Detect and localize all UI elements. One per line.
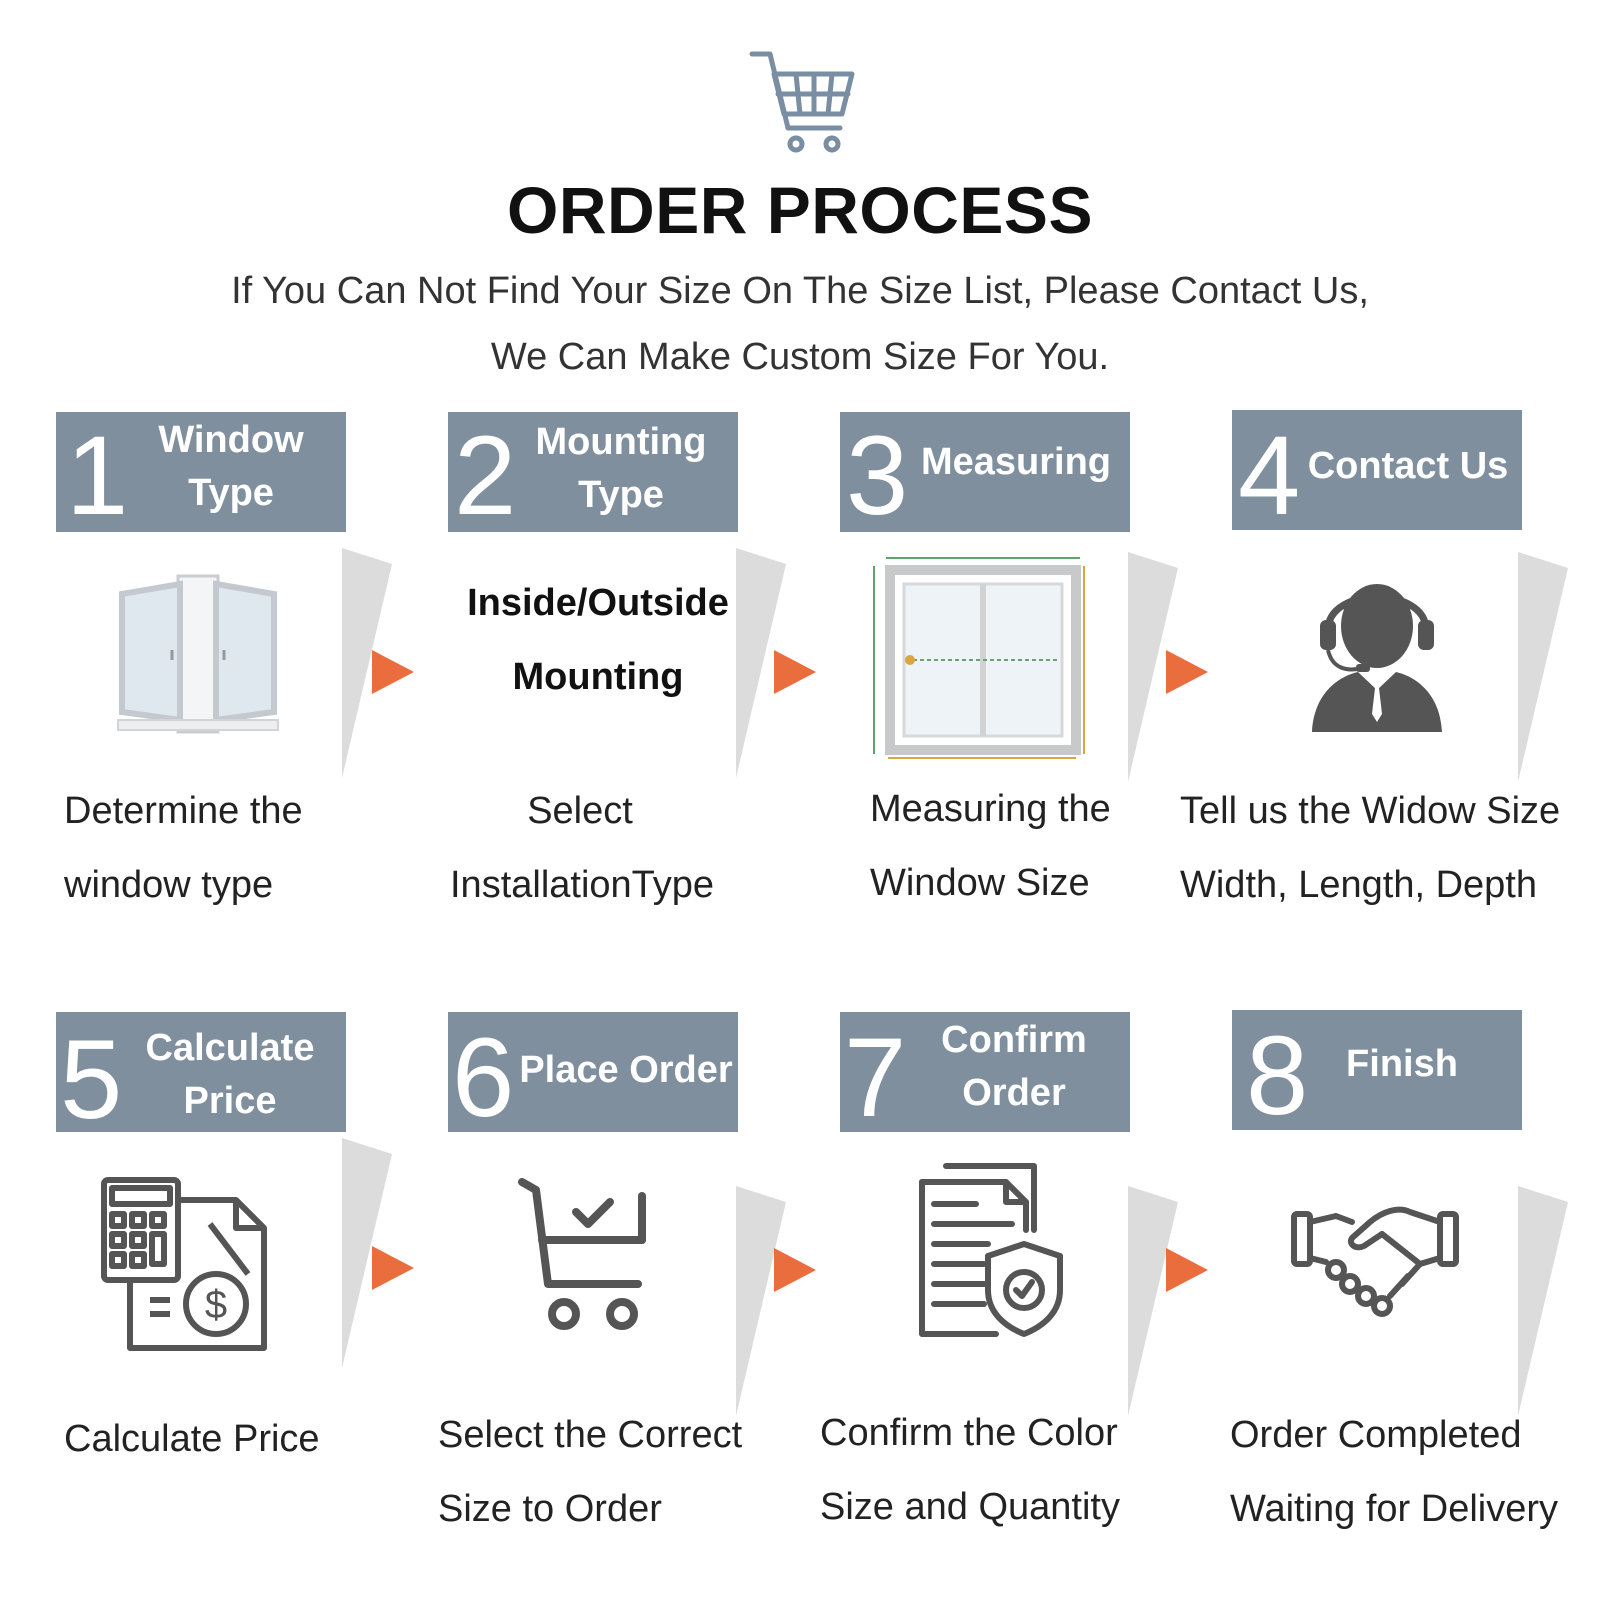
- step-caption-line-2: Size to Order: [438, 1488, 662, 1530]
- step-number: 3: [846, 413, 909, 538]
- step-caption-line-1: Calculate Price: [64, 1418, 320, 1460]
- handshake-icon: [1291, 1206, 1459, 1317]
- page-fold-divider: [1128, 552, 1178, 782]
- mounting-text-line-2: Mounting: [512, 656, 684, 698]
- step-title-line-2: Order: [962, 1072, 1066, 1115]
- step-number: 4: [1238, 413, 1301, 538]
- step-header: 4 Contact Us: [1232, 410, 1522, 538]
- step-caption-line-1: Confirm the Color: [820, 1412, 1118, 1454]
- step-header: 1 Window Type: [56, 412, 346, 532]
- subtitle-line-2: We Can Make Custom Size For You.: [490, 336, 1110, 378]
- page-fold-divider: [1128, 1186, 1178, 1416]
- step-number: 2: [454, 413, 517, 538]
- page-fold-divider: [736, 1186, 786, 1416]
- step-caption-line-2: Waiting for Delivery: [1230, 1488, 1559, 1530]
- next-arrow-icon: [774, 1248, 816, 1292]
- page-fold-divider: [342, 548, 392, 778]
- step-title: Calculate Price: [120, 1022, 340, 1128]
- step-title-line-1: Window: [158, 419, 304, 461]
- svg-text:$: $: [205, 1283, 227, 1327]
- step-caption-line-1: Order Completed: [1230, 1414, 1522, 1456]
- step-caption-line-2: Window Size: [870, 862, 1090, 904]
- step-caption-line-1: Tell us the Widow Size: [1180, 790, 1561, 832]
- page-fold-divider: [342, 1138, 392, 1368]
- step-number: 6: [452, 1015, 515, 1140]
- customer-service-icon: [1312, 584, 1442, 732]
- next-arrow-icon: [1166, 1248, 1208, 1292]
- step-number: 8: [1246, 1013, 1309, 1138]
- calculator-icon: $: [101, 1177, 267, 1351]
- next-arrow-icon: [774, 650, 816, 694]
- step-caption-line-2: window type: [64, 864, 274, 906]
- measuring-window-icon: [873, 557, 1085, 759]
- window-icon: [117, 574, 279, 734]
- step-title: Measuring: [920, 441, 1112, 483]
- step-header: 3 Measuring: [840, 412, 1130, 532]
- page-fold-divider: [736, 548, 786, 778]
- step-title: Mounting Type: [512, 416, 730, 522]
- step-header: 7 Confirm Order: [840, 1012, 1130, 1140]
- step-caption-line-2: Width, Length, Depth: [1180, 864, 1537, 906]
- step-header: 8 Finish: [1232, 1010, 1522, 1138]
- shopping-cart-check-icon: [518, 1178, 646, 1330]
- step-header: 2 Mounting Type: [448, 412, 738, 532]
- step-caption-line-1: Determine the: [64, 790, 303, 832]
- mounting-text-line-1: Inside/Outside: [467, 582, 729, 624]
- step-title-line-1: Mounting: [535, 421, 707, 463]
- step-title-line-2: Price: [183, 1080, 277, 1123]
- step-title: Finish: [1346, 1043, 1458, 1085]
- step-title: Place Order: [519, 1049, 733, 1091]
- step-number: 7: [844, 1015, 907, 1140]
- subtitle-line-1: If You Can Not Find Your Size On The Siz…: [231, 270, 1369, 312]
- page-title: ORDER PROCESS: [507, 173, 1093, 247]
- step-caption-line-1: Measuring the: [870, 788, 1111, 830]
- page-fold-divider: [1518, 552, 1568, 782]
- step-header: 5 Calculate Price: [56, 1012, 346, 1136]
- step-title: Contact Us: [1307, 445, 1509, 487]
- next-arrow-icon: [372, 650, 414, 694]
- next-arrow-icon: [372, 1246, 414, 1290]
- step-header: 6 Place Order: [448, 1012, 738, 1140]
- step-title-line-2: Type: [578, 474, 664, 517]
- step-title-line-1: Calculate: [145, 1027, 315, 1069]
- step-number: 1: [66, 413, 129, 538]
- mounting-text: Inside/Outside Mounting: [448, 566, 748, 714]
- step-title: Window Type: [126, 414, 336, 520]
- step-title: Confirm Order: [904, 1014, 1124, 1120]
- step-title-line-1: Confirm: [941, 1019, 1087, 1061]
- page-fold-divider: [1518, 1186, 1568, 1416]
- step-title-line-2: Type: [188, 472, 274, 515]
- step-number: 5: [60, 1017, 123, 1142]
- step-caption-line-2: Size and Quantity: [820, 1486, 1120, 1528]
- document-shield-icon: [919, 1163, 1063, 1337]
- step-caption-line-1: Select the Correct: [438, 1414, 743, 1456]
- shopping-cart-icon: [749, 51, 855, 153]
- step-caption-line-1: Select: [527, 790, 633, 832]
- next-arrow-icon: [1166, 650, 1208, 694]
- step-caption-line-2: InstallationType: [450, 864, 715, 906]
